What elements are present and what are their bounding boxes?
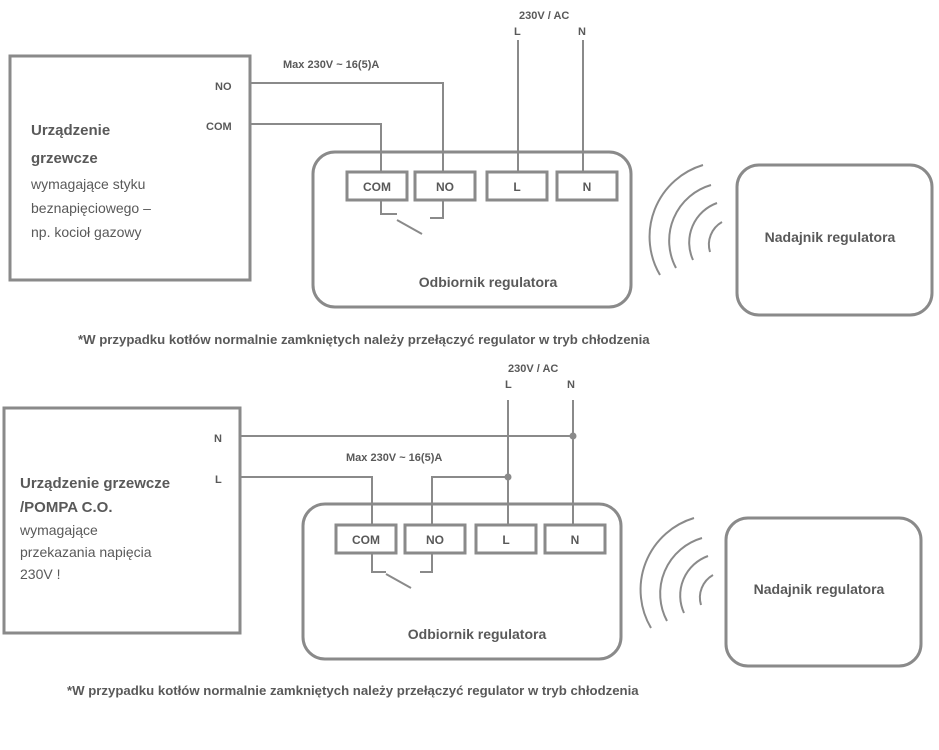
heating-device-box: [8, 54, 252, 282]
supply-label-2: 230V / AC: [508, 363, 558, 375]
device-terminal-l-label-2: L: [215, 474, 222, 486]
device-desc-line3: np. kocioł gazowy: [31, 224, 142, 240]
relay-com-lead: [380, 200, 397, 215]
junction-dot-n-2: [569, 432, 577, 440]
receiver-label-2: Odbiornik regulatora: [408, 626, 547, 642]
device-desc-line3-2: 230V !: [20, 566, 60, 582]
receiver-box-2: [301, 502, 623, 661]
wire-l-com-2: [240, 476, 373, 525]
transmitter-box-2: [724, 516, 923, 668]
transmitter-label-2: Nadajnik regulatora: [754, 581, 885, 597]
supply-l-label-2: L: [505, 379, 512, 391]
device-title-line1: Urządzenie: [31, 122, 110, 139]
terminal-no-label: NO: [436, 180, 454, 194]
supply-l-label: L: [514, 26, 521, 38]
supply-n-label-2: N: [567, 379, 575, 391]
radio-waves-icon: [648, 164, 723, 276]
receiver-box: [311, 150, 633, 309]
terminal-l-2: [474, 523, 538, 555]
terminal-no-label-2: NO: [426, 533, 444, 547]
relay-contact-arm: [396, 219, 423, 235]
terminal-com-label: COM: [363, 180, 391, 194]
device-desc-line1-2: wymagające: [19, 522, 98, 538]
device-desc-line2: beznapięciowego –: [31, 200, 151, 216]
terminal-l-label-2: L: [502, 533, 509, 547]
device-terminal-com-label: COM: [206, 121, 232, 133]
wire-com: [250, 123, 382, 172]
terminal-n-label-2: N: [571, 533, 580, 547]
heating-device-box-2: [2, 406, 242, 635]
terminal-l-label: L: [513, 180, 520, 194]
terminal-n-2: [543, 523, 607, 555]
device-title-line2-2: /POMPA C.O.: [20, 499, 113, 516]
wire-no: [250, 82, 444, 172]
radio-waves-icon-2: [639, 517, 714, 629]
terminal-no: [413, 170, 477, 202]
footnote: *W przypadku kotłów normalnie zamkniętyc…: [78, 332, 650, 347]
device-title-line2: grzewcze: [31, 150, 98, 167]
terminal-com: [345, 170, 409, 202]
device-desc-line2-2: przekazania napięcia: [20, 544, 152, 560]
terminal-no-2: [403, 523, 467, 555]
wire-l-no-2: [431, 476, 508, 525]
terminal-n: [555, 170, 619, 202]
terminal-com-2: [334, 523, 398, 555]
relay-no-lead-2: [420, 553, 433, 573]
supply-label: 230V / AC: [519, 10, 569, 22]
receiver-label: Odbiornik regulatora: [419, 274, 558, 290]
relay-no-lead: [430, 200, 444, 219]
device-desc-line1: wymagające styku: [30, 176, 145, 192]
relay-contact-arm-2: [385, 573, 412, 589]
terminal-com-label-2: COM: [352, 533, 380, 547]
terminal-n-label: N: [583, 180, 592, 194]
junction-dot-l-2: [504, 473, 512, 481]
max-rating-label: Max 230V ~ 16(5)A: [283, 59, 379, 71]
supply-n-label: N: [578, 26, 586, 38]
footnote-2: *W przypadku kotłów normalnie zamkniętyc…: [67, 683, 639, 698]
transmitter-label: Nadajnik regulatora: [765, 229, 896, 245]
relay-com-lead-2: [371, 553, 386, 573]
device-terminal-n-label-2: N: [214, 433, 222, 445]
device-terminal-no-label: NO: [215, 81, 232, 93]
device-title-line1-2: Urządzenie grzewcze: [20, 475, 170, 492]
transmitter-box: [735, 163, 934, 317]
max-rating-label-2: Max 230V ~ 16(5)A: [346, 452, 442, 464]
